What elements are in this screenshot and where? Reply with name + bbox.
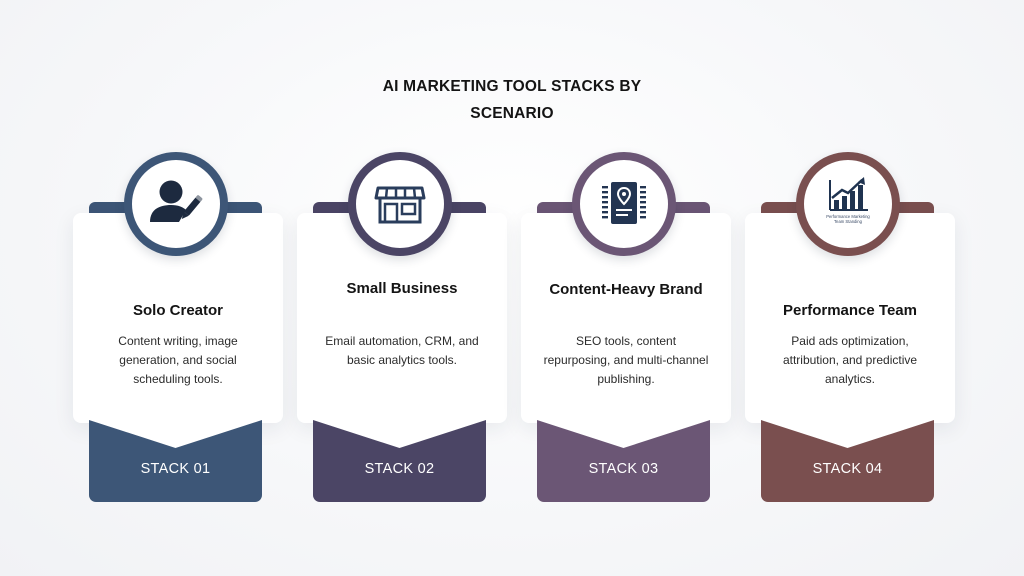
document-location-icon (602, 182, 646, 224)
stack-card-solo-creator: STACK 01 Solo Creator Content writing, i… (73, 150, 283, 510)
icon-caption-line-2: Team Standing (834, 219, 863, 224)
page-title-line-1: AI MARKETING TOOL STACKS BY (382, 78, 642, 95)
growth-chart-icon: Performance Marketing Team Standing (826, 177, 870, 224)
card-notch (313, 418, 486, 448)
icon-caption-line-1: Performance Marketing (826, 214, 870, 219)
stack-label: STACK 03 (588, 461, 659, 477)
card-title: Small Business (346, 280, 458, 297)
card-description: Email automation, CRM, and basic analyti… (325, 334, 479, 367)
stack-label: STACK 02 (364, 461, 435, 477)
card-title: Solo Creator (132, 302, 223, 319)
page-title-line-2: SCENARIO (470, 105, 554, 122)
card-icon-badge (348, 152, 452, 256)
page-title: AI MARKETING TOOL STACKS BY SCENARIO (312, 73, 712, 127)
stack-card-small-business: STACK 02 Small Business Email automation… (297, 150, 507, 510)
card-notch (761, 418, 934, 448)
stack-label: STACK 01 (140, 461, 211, 477)
stack-card-content-heavy-brand: STACK 03 (521, 150, 731, 510)
stack-card-performance-team: STACK 04 Performance Marketing Team Stan… (745, 150, 955, 510)
card-description: Content writing, image generation, and s… (118, 334, 238, 386)
person-pencil-icon (150, 180, 203, 222)
card-notch (89, 418, 262, 448)
card-title: Content-Heavy Brand (549, 281, 703, 298)
card-description: SEO tools, content repurposing, and mult… (543, 334, 709, 386)
stack-label: STACK 04 (812, 461, 883, 477)
card-icon-badge (124, 152, 228, 256)
storefront-icon (374, 186, 426, 224)
card-notch (537, 418, 710, 448)
card-icon-badge: Performance Marketing Team Standing (796, 152, 900, 256)
card-icon-badge (572, 152, 676, 256)
card-description: Paid ads optimization, attribution, and … (782, 334, 918, 386)
card-title: Performance Team (783, 302, 917, 319)
